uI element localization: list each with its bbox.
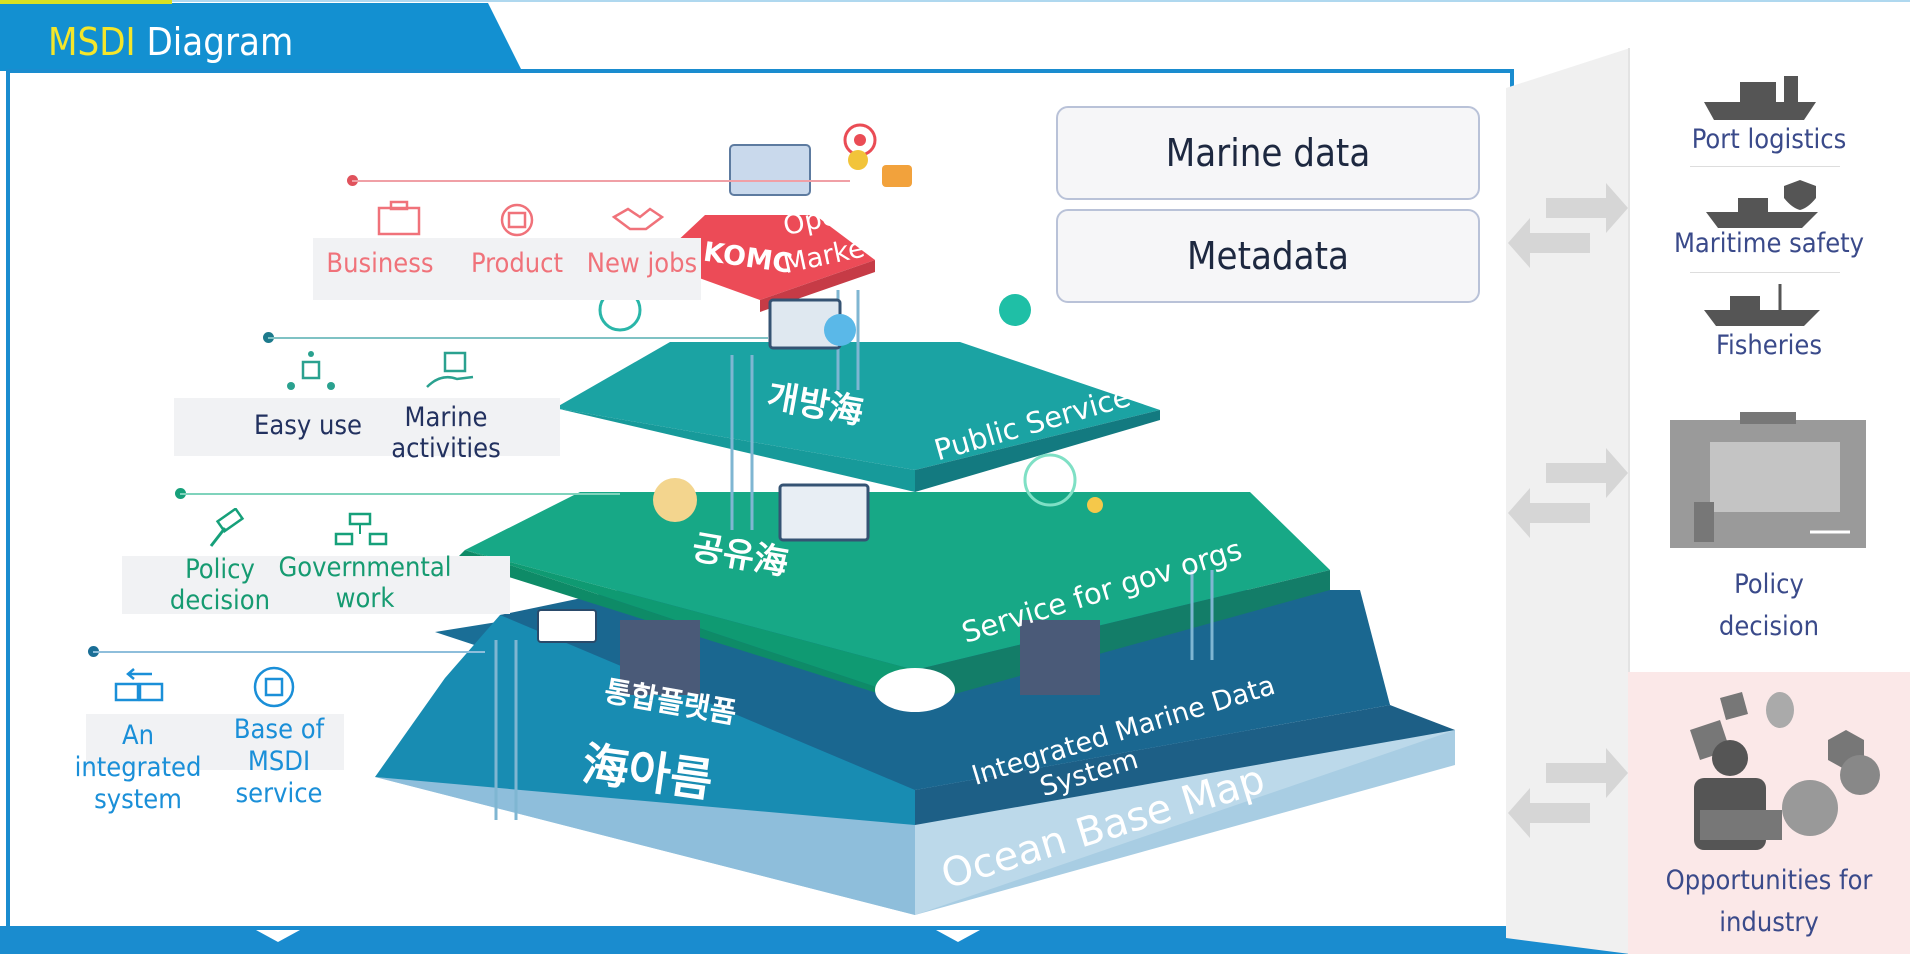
integrated-system-line3: system	[94, 784, 182, 815]
tier3-top-face	[465, 492, 1330, 670]
down-arrow-icon	[936, 930, 980, 942]
title-accent: MSDI	[48, 20, 136, 64]
bidirectional-arrow-icon	[1508, 183, 1628, 838]
opportunities-label: Opportunities for industry	[1628, 860, 1910, 944]
chat-bubble-icon	[882, 165, 912, 187]
org-chart-icon	[334, 512, 388, 546]
divider	[1690, 166, 1840, 167]
policy-dashboard-icon	[1670, 412, 1866, 548]
product-box-icon	[500, 203, 534, 237]
user-avatar-icon	[1023, 453, 1077, 507]
connector-band	[1506, 48, 1630, 954]
policy-decision-line2: decision	[169, 585, 271, 616]
policy-decision-right-label: Policy decision	[1628, 564, 1910, 648]
tier5-right-face	[915, 730, 1455, 915]
msdi-pyramid: KOMC Open Market 개방海 Public Service 공유海 …	[375, 123, 1455, 915]
product-label: Product	[470, 248, 564, 279]
header-accent-bar	[0, 0, 172, 4]
tier1-face	[655, 215, 875, 300]
pin-icon	[999, 294, 1031, 326]
callout-group-top	[313, 238, 701, 300]
page-title: MSDI Diagram	[48, 18, 293, 66]
leader-line	[268, 337, 768, 339]
fisheries-label: Fisheries	[1715, 330, 1823, 361]
network-cube-icon	[287, 351, 335, 390]
handshake-icon	[611, 207, 665, 231]
callout-group-third	[122, 556, 510, 614]
marine-data-box: Marine data	[1056, 106, 1480, 200]
top-rule	[0, 0, 1910, 2]
monitor-icon	[778, 483, 870, 542]
marine-activities-line1: Marine	[404, 402, 488, 433]
policy-decision-right-line2: decision	[1718, 611, 1820, 642]
header-banner	[0, 3, 522, 71]
briefcase-icon	[377, 200, 421, 236]
opportunities-line1: Opportunities for	[1665, 865, 1873, 896]
patrol-boat-shield-icon	[1706, 180, 1818, 228]
industry-person-icon	[1690, 692, 1880, 850]
policy-decision-right-line1: Policy	[1734, 569, 1804, 600]
callout-group-second	[174, 398, 560, 456]
integrated-system-line2: integrated	[74, 752, 202, 783]
governmental-work-line1: Governmental	[278, 552, 452, 583]
leader-line	[352, 180, 850, 182]
opportunities-line2: industry	[1719, 907, 1819, 938]
tier2-top-face	[555, 342, 1160, 470]
leader-line	[180, 493, 620, 495]
easy-use-label: Easy use	[254, 410, 362, 441]
market-screen-icon	[729, 144, 811, 196]
policy-decision-line1: Policy	[185, 554, 255, 585]
cloud-icon	[875, 668, 955, 712]
business-label: Business	[326, 248, 434, 279]
governmental-work-line2: work	[335, 583, 395, 614]
node-dot	[1087, 497, 1103, 513]
msdi-service-line1: Base of	[233, 714, 325, 745]
ladder-graphics	[494, 290, 1214, 820]
port-logistics-label: Port logistics	[1691, 124, 1847, 155]
title-rest: Diagram	[135, 20, 294, 64]
msdi-service-line2: MSDI	[247, 746, 311, 777]
leader-line	[93, 651, 485, 653]
divider	[1690, 272, 1840, 273]
tier4-left-face	[375, 600, 915, 825]
tier2-right-face	[915, 410, 1160, 492]
down-arrow-icon	[256, 930, 300, 942]
gavel-icon	[209, 508, 245, 547]
marine-activities-line2: activities	[391, 433, 501, 464]
callout-group-fourth	[86, 714, 344, 770]
tier2-left-face	[555, 408, 915, 492]
new-jobs-label: New jobs	[586, 248, 698, 279]
tier-komc-market	[655, 123, 912, 312]
server-rack-icon	[620, 620, 700, 695]
metadata-box: Metadata	[1056, 209, 1480, 303]
tier4-right-face	[915, 705, 1455, 825]
dashboard-icon	[537, 609, 597, 643]
integrated-system-line1: An	[121, 720, 154, 751]
server-rack-icon	[1020, 620, 1100, 695]
hand-cube-icon	[426, 351, 474, 388]
msdi-service-line3: service	[235, 778, 323, 809]
coin-icon	[848, 150, 868, 170]
transfer-icon	[114, 668, 164, 702]
signal-dot	[854, 134, 866, 146]
mascot-icon	[824, 314, 856, 346]
fishing-boat-icon	[1704, 284, 1820, 326]
cycle-cube-icon	[253, 666, 295, 708]
tier-public-service	[555, 342, 1160, 492]
user-avatar-icon	[653, 478, 697, 522]
cargo-ship-icon	[1704, 76, 1816, 120]
maritime-safety-label: Maritime safety	[1673, 228, 1865, 259]
tier3-right-face	[915, 570, 1330, 705]
